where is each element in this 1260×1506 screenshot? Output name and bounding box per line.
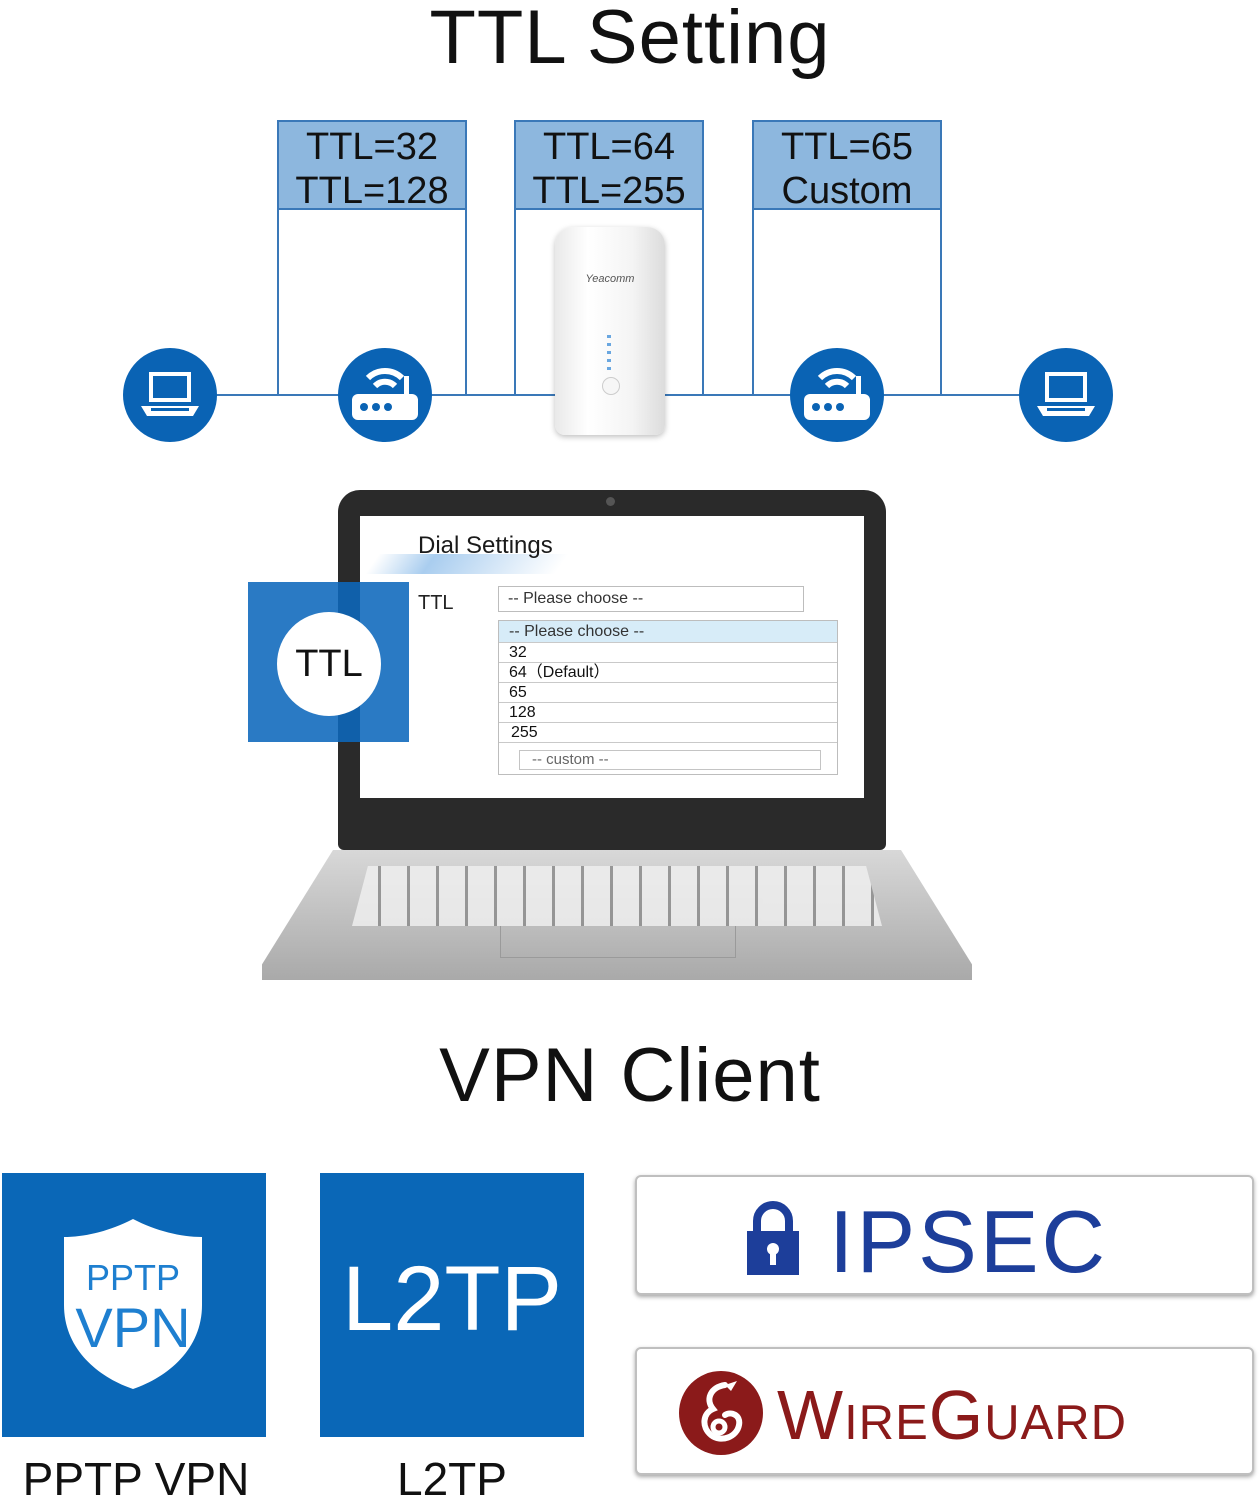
trackpad (500, 926, 736, 958)
keyboard (352, 866, 882, 926)
ttl-option-32[interactable]: 32 (499, 643, 837, 663)
ttl-dropdown-list: -- Please choose -- 32 64（Default） 65 12… (498, 620, 838, 775)
dial-settings-heading: Dial Settings (418, 532, 553, 559)
vpn-client-title: VPN Client (439, 1033, 821, 1118)
pptp-shield-text-1: PPTP (85, 1257, 181, 1298)
router-led-icon (607, 335, 611, 375)
ttl-frame-2 (514, 209, 704, 395)
ttl-option-128[interactable]: 128 (499, 703, 837, 723)
ttl-field-label: TTL (418, 592, 454, 614)
laptop-base (262, 850, 972, 980)
wireguard-badge: WireGuard (635, 1347, 1254, 1475)
wifi-router-icon-left (338, 348, 432, 442)
wireguard-text: WireGuard (777, 1376, 1128, 1454)
ttl-option-65[interactable]: 65 (499, 683, 837, 703)
shield-icon (64, 1219, 202, 1389)
ttl-label-1-line2: TTL=128 (295, 170, 449, 212)
router-button-icon (602, 377, 620, 395)
laptop-screen: Dial Settings TTL -- Please choose -- --… (360, 516, 864, 798)
ttl-label-2-line2: TTL=255 (532, 170, 686, 212)
ttl-option-please-choose[interactable]: -- Please choose -- (499, 621, 837, 643)
ttl-select[interactable]: -- Please choose -- (498, 586, 804, 612)
lock-icon (747, 1201, 799, 1275)
webcam-icon (606, 497, 615, 506)
ipsec-badge: IPSEC (635, 1175, 1254, 1295)
ttl-label-box-3: TTL=65 Custom (752, 120, 942, 212)
ttl-setting-title: TTL Setting (429, 0, 831, 80)
pptp-vpn-tile: PPTP VPN (2, 1173, 266, 1437)
l2tp-caption: L2TP (397, 1453, 507, 1505)
ttl-label-box-1: TTL=32 TTL=128 (277, 120, 467, 212)
ttl-label-2-line1: TTL=64 (542, 126, 676, 168)
pptp-vpn-caption: PPTP VPN (22, 1453, 250, 1505)
l2tp-tile: L2TP (320, 1173, 584, 1437)
ttl-label-3-line1: TTL=65 (780, 126, 914, 168)
ttl-badge: TTL (248, 582, 409, 742)
ttl-label-box-2: TTL=64 TTL=255 (514, 120, 704, 212)
ttl-option-255[interactable]: 255 (499, 723, 837, 743)
wireguard-dragon-icon (679, 1371, 763, 1455)
ttl-option-64-default[interactable]: 64（Default） (499, 663, 837, 683)
ttl-custom-input[interactable]: -- custom -- (519, 750, 821, 770)
wifi-router-icon-right (790, 348, 884, 442)
yeacomm-router-device: Yeacomm (555, 227, 665, 435)
ipsec-text: IPSEC (829, 1192, 1109, 1291)
laptop-icon-right (1019, 348, 1113, 442)
ttl-frame-1 (277, 209, 467, 395)
ttl-label-1-line1: TTL=32 (305, 126, 439, 168)
router-brand: Yeacomm (585, 273, 635, 285)
pptp-shield-text-2: VPN (75, 1296, 191, 1359)
ttl-frame-3 (752, 209, 942, 395)
l2tp-tile-text: L2TP (342, 1248, 562, 1350)
laptop-icon-left (123, 348, 217, 442)
ttl-label-3-line2: Custom (781, 170, 913, 212)
ttl-badge-text: TTL (277, 612, 381, 716)
